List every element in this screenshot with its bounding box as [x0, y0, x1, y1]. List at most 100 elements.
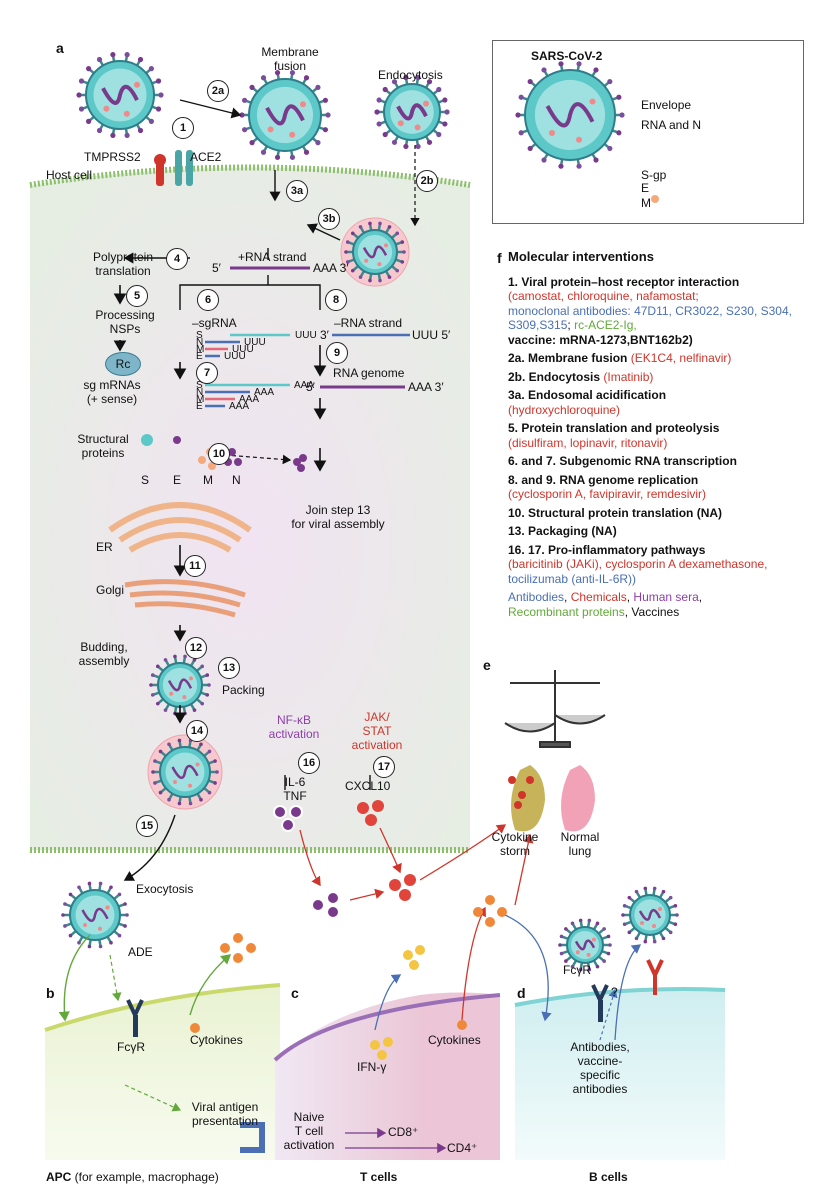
virus-released	[147, 734, 223, 810]
step-15: 15	[136, 815, 158, 837]
panel-letter-b: b	[46, 985, 55, 1001]
key-vaccines: Vaccines	[631, 604, 680, 619]
cxcl10-particle	[365, 814, 377, 826]
er-organelle	[108, 502, 252, 553]
polyprotein-label: Polyprotein translation	[92, 250, 154, 278]
m-protein	[198, 456, 206, 464]
virus-budding	[149, 654, 211, 716]
ifn-gamma-particle	[377, 1050, 387, 1060]
cxcl10-particle	[399, 889, 411, 901]
cd8-label: CD8⁺	[388, 1125, 419, 1139]
s-letter-1: S	[196, 330, 203, 341]
step-8: 8	[325, 289, 347, 311]
il6-tnf-particle	[289, 805, 303, 819]
host-cell-body	[30, 167, 470, 850]
step-9: 9	[326, 342, 348, 364]
step-2a: 2a	[207, 80, 229, 102]
panel-letter-e: e	[483, 657, 491, 673]
i1-green: rc-ACE2-Ig,	[574, 318, 637, 332]
tcells-caption: T cells	[360, 1170, 398, 1184]
e-protein	[173, 436, 181, 444]
intervention-13: 13. Packaging (NA)	[508, 524, 812, 539]
cytokine-diamond	[220, 943, 230, 953]
cytokines-label-c: Cytokines	[428, 1033, 481, 1047]
golgi-label: Golgi	[96, 583, 125, 597]
uuu-m-label: UUU	[232, 344, 254, 355]
aaa-s-label: AAA	[294, 380, 315, 391]
s-protein	[141, 434, 153, 446]
nfkb-label: NF-κB activation	[268, 713, 320, 741]
i67-head: 6. and 7. Subgenomic RNA transcription	[508, 454, 737, 468]
step-2b: 2b	[416, 170, 438, 192]
fcgr-label-b: FcγR	[117, 1040, 145, 1054]
i1-head: 1. Viral protein–host receptor interacti…	[508, 274, 740, 289]
cytokine-diamond	[233, 933, 243, 943]
step-5: 5	[126, 285, 148, 307]
uuu-e-label: UUU	[224, 351, 246, 362]
legend-m: M	[641, 196, 651, 210]
budding-label: Budding, assembly	[78, 640, 130, 668]
tmprss2-label: TMPRSS2	[84, 150, 141, 164]
cxcl10-label: CXCL10	[345, 779, 391, 793]
i3a-head: 3a. Endosomal acidification	[508, 388, 667, 402]
virus-1	[76, 52, 164, 138]
il6-tnf-particle	[311, 898, 325, 912]
minus-sgrna-label: –sgRNA	[192, 316, 237, 330]
cytokine-diamond	[233, 953, 243, 963]
membrane-fusion-label: Membrane fusion	[261, 45, 319, 73]
virus-endocytosis	[374, 74, 450, 150]
m-letter-1: M	[196, 344, 205, 355]
fcgr-receptor-d	[591, 984, 609, 1022]
virus-legend	[515, 61, 625, 169]
protein-s-label: S	[141, 473, 150, 487]
step-13: 13	[218, 657, 240, 679]
protein-m-label: M	[203, 473, 213, 487]
cxcl10-particle	[357, 802, 369, 814]
naive-tcell-label: Naive T cell activation	[283, 1110, 335, 1152]
i1617-red: (baricitinib (JAKi), cyclosporin A dexam…	[508, 557, 768, 571]
i1617-head: 16. 17. Pro-inflammatory pathways	[508, 542, 706, 557]
legend-title: SARS-CoV-2	[531, 49, 603, 63]
i2b-red: (Imatinib)	[603, 369, 654, 384]
n-protein	[228, 448, 236, 456]
endocytosis-label: Endocytosis	[378, 68, 443, 82]
intervention-key: Antibodies, Chemicals, Human sera, Recom…	[508, 590, 703, 619]
packing-label: Packing	[222, 683, 265, 697]
virus-legend-box: SARS-CoV-2 Envelope RNA and N S-gp E M	[492, 40, 804, 224]
cxcl10-particle	[389, 879, 401, 891]
il6-tnf-particle	[281, 818, 295, 832]
cytokine-diamond	[497, 907, 507, 917]
cytokine-storm-label: Cytokine storm	[491, 830, 539, 858]
key-antibodies: Antibodies	[508, 590, 565, 604]
i89-head: 8. and 9. RNA genome replication	[508, 472, 699, 487]
i1-line: monoclonal antibodies: 47D11, CR3022, S2…	[508, 304, 812, 333]
fcgr-receptor-b	[126, 999, 144, 1037]
i2a-head: 2a. Membrane fusion	[508, 351, 628, 365]
cxcl10-particle	[404, 874, 416, 886]
question-label: ?	[611, 985, 618, 999]
plus-rna-label: +RNA strand	[238, 250, 307, 264]
storm-marker	[518, 791, 526, 799]
rc-label: Rc	[115, 357, 131, 371]
il6-tnf-particle	[273, 805, 287, 819]
lung-normal-icon	[561, 765, 595, 832]
intervention-5: 5. Protein translation and proteolysis(d…	[508, 421, 812, 450]
tcr-receptor	[240, 1122, 265, 1153]
i10-head: 10. Structural protein translation (NA)	[508, 505, 723, 520]
intervention-6-7: 6. and 7. Subgenomic RNA transcription	[508, 454, 812, 469]
storm-marker	[514, 801, 522, 809]
legend-e: E	[641, 181, 650, 195]
cytokine-diamond	[485, 917, 495, 927]
key-sera: Human sera	[633, 590, 699, 604]
tmprss2-receptor	[154, 154, 166, 186]
ifn-gamma-particle	[383, 1037, 393, 1047]
intervention-2a: 2a. Membrane fusion (EK1C4, nelfinavir)	[508, 351, 812, 366]
step-16: 16	[298, 752, 320, 774]
intervention-10: 10. Structural protein translation (NA)	[508, 506, 812, 521]
n-letter-1: N	[196, 337, 204, 348]
aaa-m-label: AAA	[239, 394, 260, 405]
aaa-n-label: AAA	[254, 387, 275, 398]
i2b-head: 2b. Endocytosis	[508, 369, 601, 384]
